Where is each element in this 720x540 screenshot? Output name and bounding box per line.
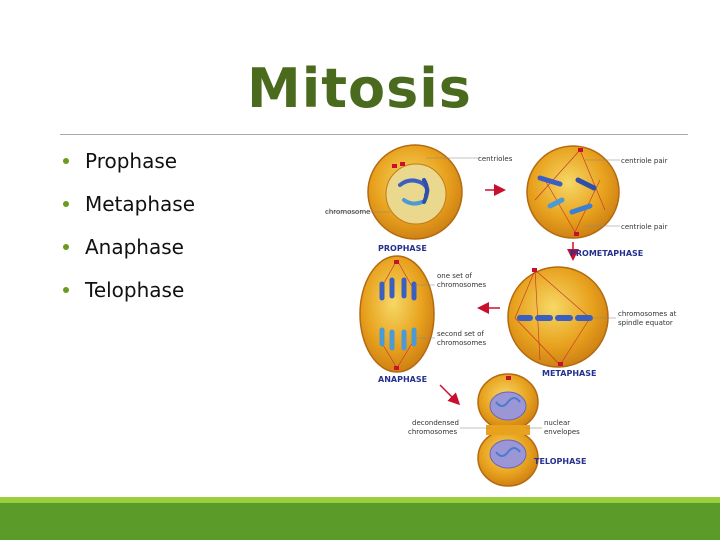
bullet-item-telophase: Telophase — [60, 275, 195, 318]
anaphase-cell — [360, 256, 434, 372]
label-nuclear-1: nuclear — [544, 419, 570, 427]
bullet-text: Prophase — [85, 149, 177, 173]
prophase-cell — [368, 145, 462, 239]
label-nuclear-2: envelopes — [544, 428, 580, 436]
label-centrioles: centrioles — [478, 155, 513, 163]
stage-label-prometaphase: PROMETAPHASE — [570, 249, 643, 258]
label-chromosomes-at-2: spindle equator — [618, 319, 673, 327]
red-arrow-icon — [440, 385, 458, 403]
bullet-dot-icon — [63, 244, 69, 250]
label-chromosome: chromosome — [325, 208, 370, 216]
bullet-item-anaphase: Anaphase — [60, 232, 195, 275]
label-one-set-2: chromosomes — [437, 281, 486, 289]
label-second-set-2: chromosomes — [437, 339, 486, 347]
bullet-dot-icon — [63, 287, 69, 293]
label-decondensed-1: decondensed — [412, 419, 459, 427]
label-second-set-1: second set of — [437, 330, 484, 338]
bullet-item-metaphase: Metaphase — [60, 189, 195, 232]
footer-bar — [0, 503, 720, 540]
bullet-dot-icon — [63, 201, 69, 207]
stage-label-telophase: TELOPHASE — [534, 457, 587, 466]
stage-label-metaphase: METAPHASE — [542, 369, 596, 378]
label-centriole-pair-top: centriole pair — [621, 157, 668, 165]
metaphase-cell — [508, 267, 608, 367]
slide-title: Mitosis — [247, 62, 472, 116]
label-decondensed-2: chromosomes — [408, 428, 457, 436]
bullet-text: Anaphase — [85, 235, 184, 259]
stage-label-anaphase: ANAPHASE — [378, 375, 427, 384]
stage-label-prophase: PROPHASE — [378, 244, 427, 253]
title-divider — [60, 134, 688, 135]
bullet-dot-icon — [63, 158, 69, 164]
label-one-set-1: one set of — [437, 272, 472, 280]
bullet-text: Telophase — [85, 278, 184, 302]
label-centriole-pair-bottom: centriole pair — [621, 223, 668, 231]
bullet-item-prophase: Prophase — [60, 146, 195, 189]
bullet-text: Metaphase — [85, 192, 195, 216]
bullet-list: Prophase Metaphase Anaphase Telophase — [60, 146, 195, 318]
mitosis-diagram: chromosome centrioles PROPHASE centriole… — [320, 140, 690, 492]
telophase-cell — [478, 374, 538, 486]
label-chromosomes-at-1: chromosomes at — [618, 310, 677, 318]
